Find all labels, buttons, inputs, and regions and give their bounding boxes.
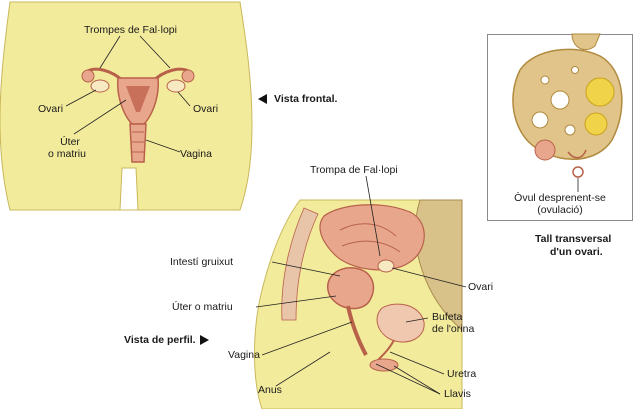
leader-vagina-profile [261, 321, 353, 356]
label-bladder-line1: Bufeta [432, 311, 463, 323]
intestine-detail-1 [339, 223, 397, 237]
fimbria-right [181, 69, 195, 83]
ovary-left-shape [90, 79, 110, 93]
profile-pointer-icon [200, 335, 209, 345]
leader-labia-1 [375, 363, 441, 395]
label-bladder-line2: de l'orina [432, 323, 475, 335]
uterus-cavity [126, 86, 150, 112]
leader-ovary-profile [391, 267, 467, 288]
label-labia: Llavis [444, 388, 471, 400]
leader-tubes-right [139, 35, 171, 69]
label-uterus-frontal-2: o matriu [48, 148, 86, 160]
leader-uterus [73, 99, 127, 135]
label-uterus-profile: Úter o matriu [172, 301, 233, 313]
caption-inset-line1: Tall transversal [535, 233, 612, 245]
leader-uterus-profile [255, 295, 337, 308]
leader-bladder [405, 317, 429, 323]
urethra-shape [377, 339, 395, 361]
caption-profile-view: Vista de perfil. [124, 334, 196, 346]
label-fallopian-tube-profile: Trompa de Fal·lopi [310, 164, 398, 176]
frontal-leg-gap [119, 167, 139, 211]
fimbria-left [81, 69, 95, 83]
label-intestine: Intestí gruixut [170, 256, 234, 268]
label-vagina-profile: Vagina [228, 349, 260, 361]
bladder-shape [376, 303, 425, 343]
ovary-profile-shape [377, 259, 395, 273]
ovary-right-shape [166, 79, 186, 93]
label-anus: Anus [258, 384, 282, 396]
abdominal-wall [281, 207, 319, 321]
label-ovary-left: Ovari [38, 103, 64, 115]
leader-tube [365, 175, 381, 257]
label-ovum-line1: Òvul desprenent-se [514, 192, 606, 204]
label-ovum-line2: (ovulació) [537, 204, 583, 216]
labia-shape [369, 358, 399, 372]
leader-labia-2 [393, 365, 441, 395]
leader-anus [275, 351, 331, 387]
label-ovary-right: Ovari [193, 103, 219, 115]
caption-inset-line2: d'un ovari. [550, 246, 603, 258]
leader-vagina [145, 139, 181, 153]
vagina-profile-shape [346, 305, 368, 356]
leader-intestine [271, 261, 341, 277]
intestine-loops [319, 204, 425, 271]
leader-urethra [389, 351, 445, 375]
leader-ovary-right [177, 91, 191, 107]
label-fallopian-tubes: Trompes de Fal·lopi [84, 24, 177, 36]
label-ovary-profile: Ovari [468, 281, 494, 293]
label-urethra: Uretra [447, 368, 477, 380]
profile-view-illustration [254, 199, 463, 409]
uterus-profile-shape [327, 267, 375, 310]
leader-tubes-left [99, 35, 121, 69]
label-vagina-frontal: Vagina [180, 148, 212, 160]
caption-frontal-view: Vista frontal. [274, 93, 338, 105]
vagina-frontal-shape [129, 123, 147, 163]
label-uterus-frontal-1: Úter [60, 136, 80, 148]
leader-ovary-left [65, 89, 97, 107]
frontal-pointer-icon [258, 94, 267, 104]
intestine-detail-2 [341, 240, 401, 253]
